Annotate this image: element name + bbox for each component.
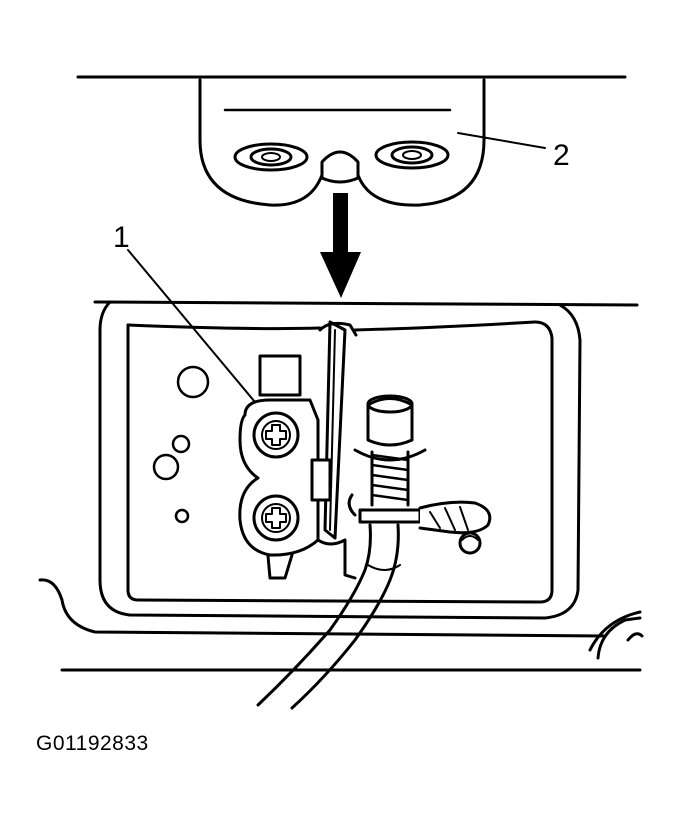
leader-lines (127, 132, 546, 421)
cable (256, 523, 401, 710)
latch-plate (310, 320, 358, 580)
lock-body (238, 354, 320, 580)
direction-arrow (320, 193, 361, 298)
striker-bracket (76, 75, 627, 207)
connector-clip (418, 500, 492, 555)
callout-number-1: 1 (113, 221, 130, 254)
upper-screw (252, 411, 300, 459)
panel-holes (152, 365, 210, 524)
figure-id-label: G01192833 (36, 732, 149, 755)
spring-actuator (347, 394, 427, 524)
lower-screw (252, 494, 300, 542)
callout-number-2: 2 (553, 139, 570, 172)
door-panel (38, 300, 644, 672)
